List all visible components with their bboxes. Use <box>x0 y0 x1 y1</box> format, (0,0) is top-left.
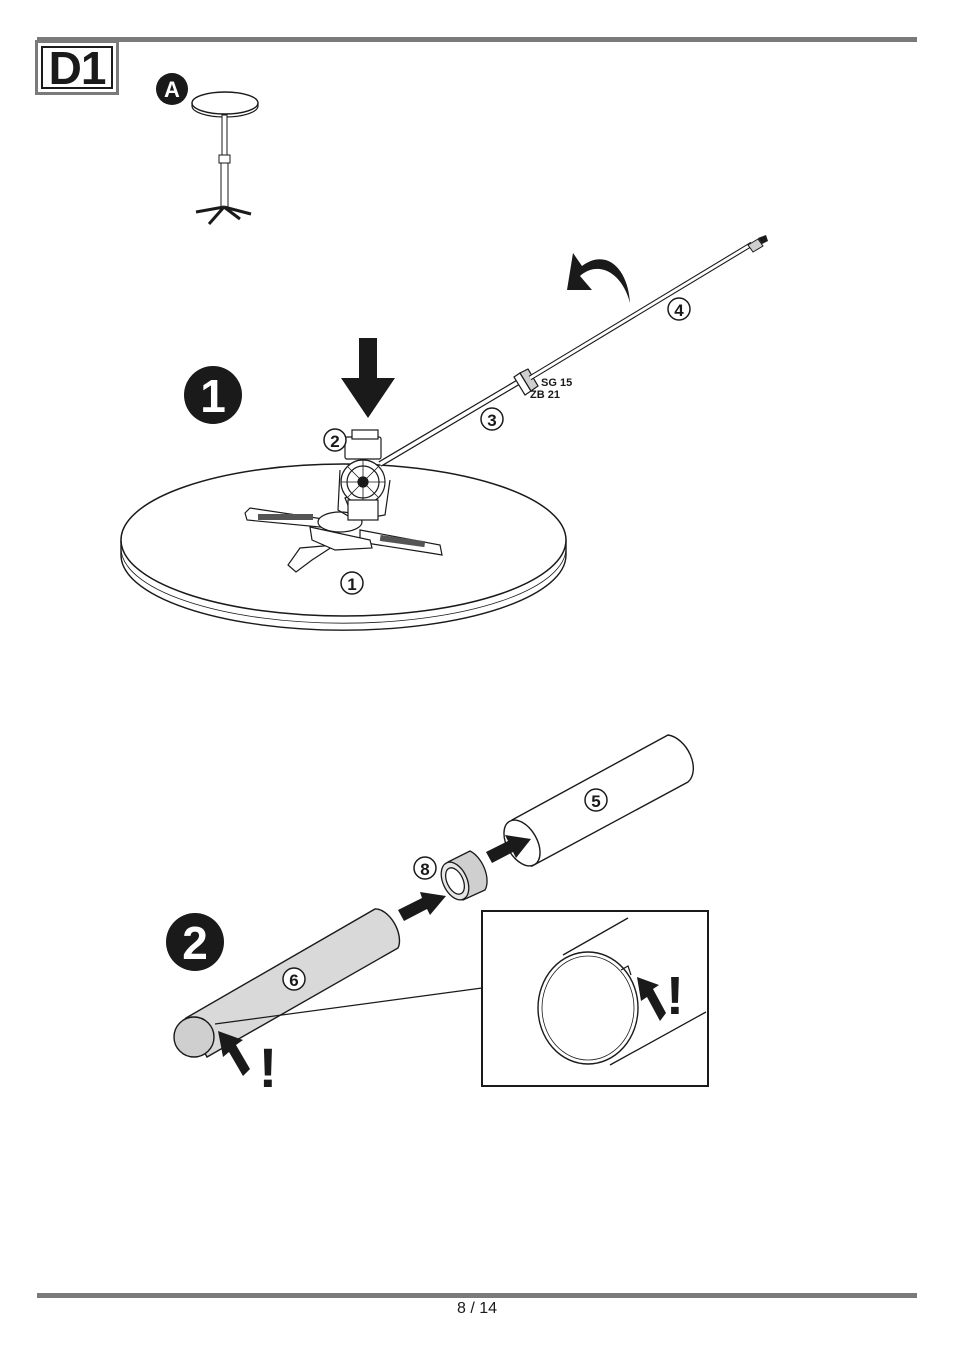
spec-line-1: SG 15 <box>541 377 572 389</box>
page-indicator: 8 / 14 <box>0 1300 954 1318</box>
callout-upper-rod: 4 <box>668 298 690 320</box>
callout-lower-tube: 6 <box>283 968 305 990</box>
detail-warning-mark: ! <box>666 966 684 1026</box>
callout-lower-rod: 3 <box>481 408 503 430</box>
warning-mark: ! <box>259 1036 278 1099</box>
step2-group: 2 ! <box>166 735 708 1099</box>
step1-group: 1 <box>121 235 768 630</box>
detail-inset: ! <box>482 911 708 1086</box>
svg-text:8: 8 <box>420 860 429 879</box>
step2-number: 2 <box>182 917 208 969</box>
callout-ring: 8 <box>414 857 436 879</box>
callout-mechanism: 2 <box>324 429 346 451</box>
footer-rule <box>37 1293 917 1298</box>
callout-tabletop: 1 <box>341 572 363 594</box>
push-down-arrow <box>341 338 395 418</box>
overview-table-icon: A <box>156 73 258 224</box>
spec-line-2: ZB 21 <box>530 389 560 401</box>
insert-arrow-lower <box>398 892 446 921</box>
svg-text:3: 3 <box>487 411 496 430</box>
svg-text:2: 2 <box>330 432 339 451</box>
warning-arrow <box>218 1031 250 1076</box>
svg-text:6: 6 <box>289 971 298 990</box>
svg-text:5: 5 <box>591 792 600 811</box>
rotate-arrow <box>567 253 630 303</box>
svg-text:4: 4 <box>674 301 684 320</box>
callout-upper-tube: 5 <box>585 789 607 811</box>
overview-badge: A <box>164 77 180 102</box>
step1-number: 1 <box>200 370 226 422</box>
svg-text:1: 1 <box>347 575 356 594</box>
